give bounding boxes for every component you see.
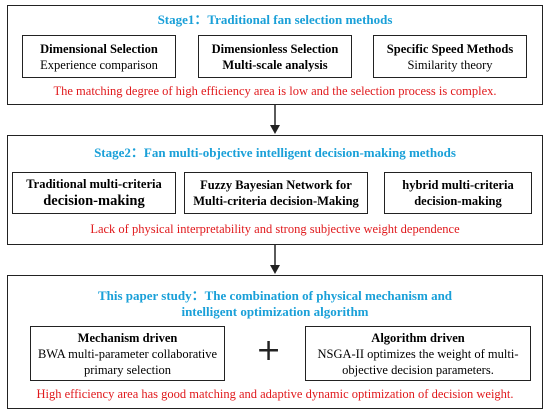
stage2-box-traditional: Traditional multi-criteria decision-maki… bbox=[12, 172, 176, 214]
stage1-panel: Stage1：Traditional fan selection methods… bbox=[7, 5, 543, 105]
stage1-box-specific-speed-title: Specific Speed Methods bbox=[386, 41, 514, 56]
stage1-box-dimensional: Dimensional Selection Experience compari… bbox=[22, 35, 176, 78]
stage3-title-line2: intelligent optimization algorithm bbox=[181, 304, 369, 319]
plus-symbol: + bbox=[256, 333, 282, 368]
mechanism-driven-line2: primary selection bbox=[83, 362, 172, 377]
stage1-box-dimensionless-subtitle: Multi-scale analysis bbox=[222, 57, 328, 72]
stage2-title: Stage2：Fan multi-objective intelligent d… bbox=[94, 145, 456, 160]
stage1-box-dimensional-title: Dimensional Selection bbox=[40, 41, 158, 56]
stage2-box-fuzzy-bayesian-line1: Fuzzy Bayesian Network for bbox=[200, 178, 352, 192]
stage2-box-fuzzy-bayesian-line2: Multi-criteria decision-Making bbox=[193, 194, 359, 208]
stage2-box-traditional-line2: decision-making bbox=[43, 193, 145, 209]
algorithm-driven-line2: objective decision parameters. bbox=[342, 362, 494, 377]
stage1-problem-text: The matching degree of high efficiency a… bbox=[53, 84, 497, 98]
stage3-panel: This paper study：The combination of phys… bbox=[7, 275, 543, 409]
stage2-box-hybrid: hybrid multi-criteria decision-making bbox=[384, 172, 532, 214]
algorithm-driven-heading: Algorithm driven bbox=[371, 330, 465, 345]
stage2-problem-text: Lack of physical interpretability and st… bbox=[90, 222, 460, 236]
algorithm-driven-box: Algorithm driven NSGA-II optimizes the w… bbox=[305, 326, 531, 381]
mechanism-driven-box: Mechanism driven BWA multi-parameter col… bbox=[30, 326, 225, 381]
stage1-box-dimensionless-title: Dimensionless Selection bbox=[211, 41, 339, 56]
stage3-title-line1: This paper study：The combination of phys… bbox=[97, 288, 453, 303]
stage2-box-hybrid-line2: decision-making bbox=[414, 194, 502, 208]
stage1-title: Stage1：Traditional fan selection methods bbox=[157, 12, 393, 27]
stage2-box-fuzzy-bayesian: Fuzzy Bayesian Network for Multi-criteri… bbox=[184, 172, 368, 214]
mechanism-driven-heading: Mechanism driven bbox=[77, 330, 178, 345]
stage1-box-dimensional-subtitle: Experience comparison bbox=[40, 57, 158, 72]
stage2-panel: Stage2：Fan multi-objective intelligent d… bbox=[7, 135, 543, 245]
mechanism-driven-line1: BWA multi-parameter collaborative bbox=[37, 346, 218, 361]
arrow-down-2 bbox=[270, 245, 280, 274]
stage1-box-dimensionless: Dimensionless Selection Multi-scale anal… bbox=[198, 35, 352, 78]
stage3-result-text: High efficiency area has good matching a… bbox=[36, 387, 514, 401]
stage2-box-traditional-line1: Traditional multi-criteria bbox=[26, 177, 162, 191]
stage2-box-hybrid-line1: hybrid multi-criteria bbox=[402, 178, 514, 192]
algorithm-driven-line1: NSGA-II optimizes the weight of multi- bbox=[317, 346, 519, 361]
stage1-box-specific-speed: Specific Speed Methods Similarity theory bbox=[373, 35, 527, 78]
arrow-down-1 bbox=[270, 105, 280, 134]
stage1-box-specific-speed-subtitle: Similarity theory bbox=[407, 57, 493, 72]
